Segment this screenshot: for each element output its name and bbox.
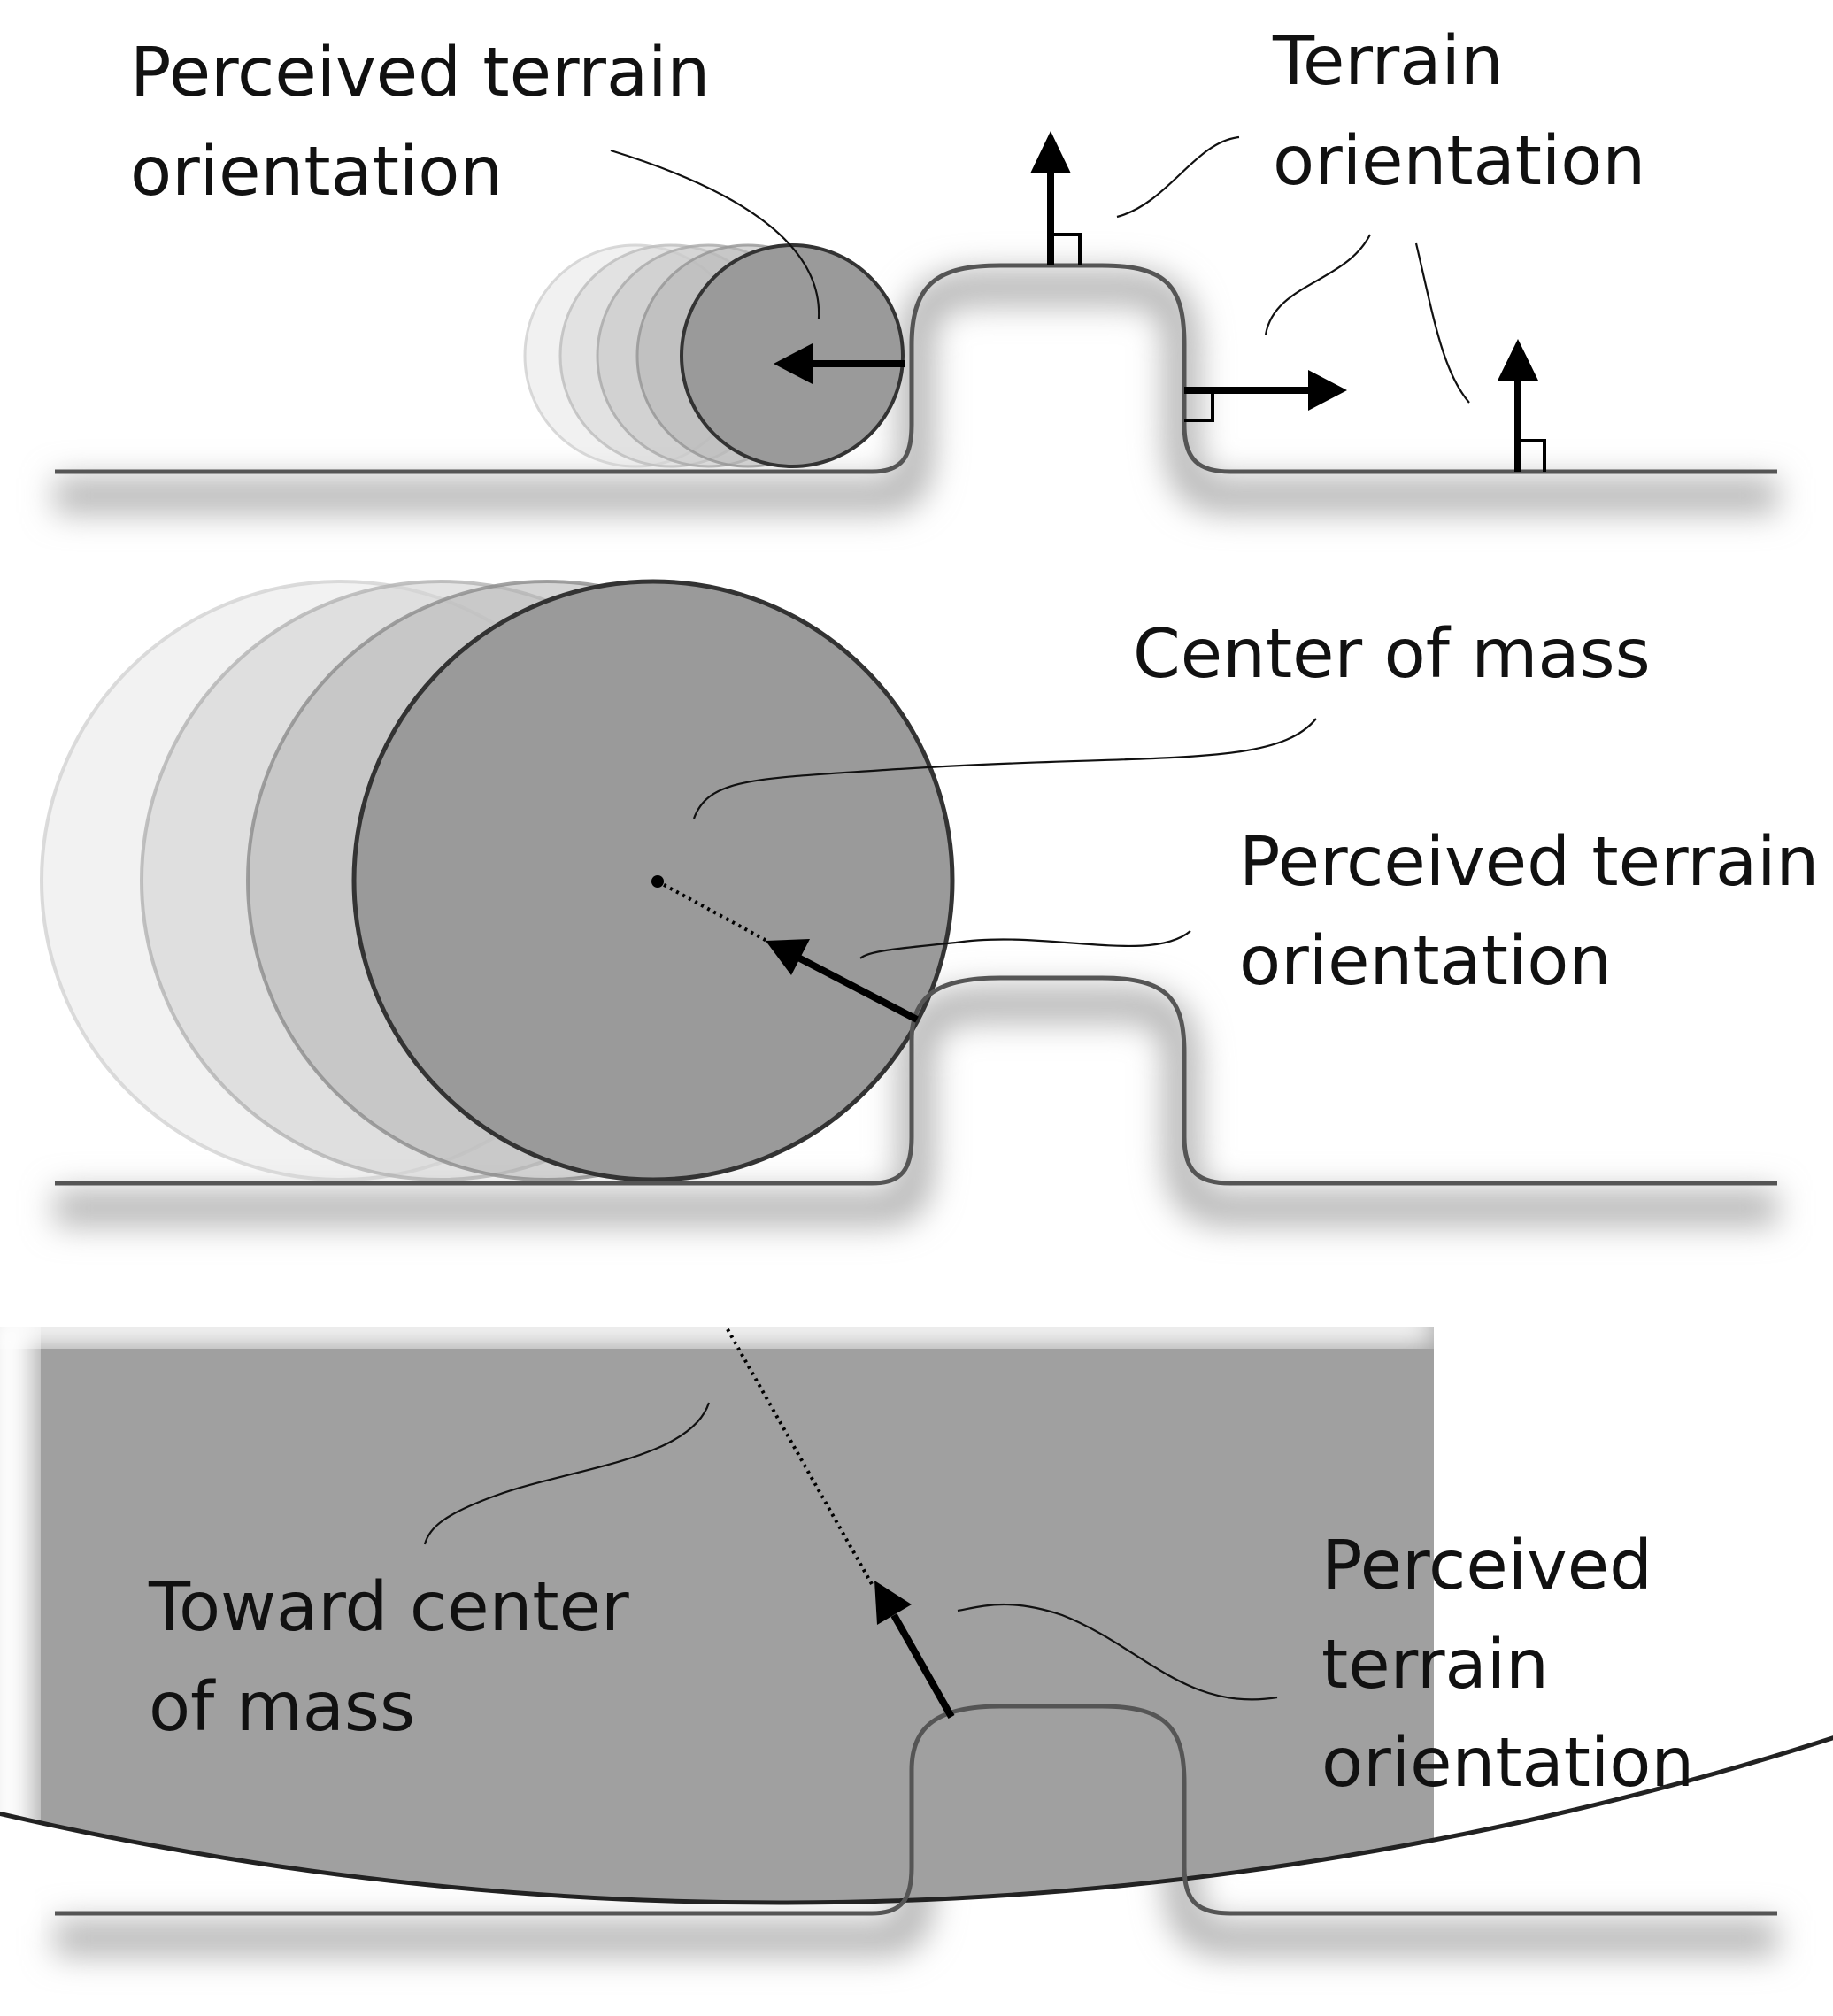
center-direction-dotted-line	[657, 880, 771, 944]
leader-line	[1264, 234, 1371, 335]
terrain-orientation-label: Terrain orientation	[1272, 22, 1645, 201]
panel-top: Perceived terrain orientation Terrain or…	[55, 22, 1777, 513]
right-angle-marker	[1184, 390, 1214, 422]
terrain-profile	[55, 975, 1777, 1186]
perceived-terrain-orientation-label: Perceived terrain orientation	[1321, 1527, 1694, 1803]
label-line: Perceived terrain	[1239, 823, 1819, 902]
ground-shadow	[55, 987, 1777, 1226]
label-line: of mass	[149, 1668, 415, 1747]
ground-shadow	[55, 270, 1777, 513]
label-line: orientation	[1321, 1724, 1694, 1803]
wheel-rim	[0, 1735, 1833, 1904]
wheel-fade-left	[0, 1310, 35, 1929]
wheel-fade-top	[0, 1310, 1434, 1345]
leader-line	[859, 930, 1191, 959]
arrow-head	[1498, 339, 1538, 381]
large-wheel	[0, 1310, 1833, 1929]
right-angle-marker	[1051, 233, 1082, 265]
label-line: Perceived	[1321, 1527, 1652, 1605]
leader-line	[423, 1402, 711, 1545]
panel-middle: Center of mass Perceived terrain orienta…	[40, 579, 1833, 1226]
perceived-terrain-orientation-label: Perceived terrain orientation	[130, 34, 732, 212]
wheel-body	[0, 1327, 1434, 1903]
label-line: Center of mass	[1133, 615, 1651, 694]
leader-line	[1116, 135, 1240, 219]
toward-center-of-mass-label: Toward center of mass	[148, 1568, 651, 1747]
arrow-head	[766, 939, 810, 975]
panel-bottom: Toward center of mass Perceived terrain …	[0, 1310, 1833, 1956]
leader-line	[692, 718, 1317, 819]
perceived-normal-arrow	[795, 953, 919, 1023]
leader-line	[610, 149, 820, 319]
label-line: orientation	[130, 133, 503, 212]
label-line: orientation	[1273, 122, 1645, 201]
label-line: Toward center	[148, 1568, 629, 1647]
terrain-profile	[55, 1704, 1777, 1916]
arrow-head	[1308, 370, 1347, 411]
arrow-head	[874, 1581, 912, 1625]
label-line: terrain	[1321, 1626, 1549, 1704]
right-angle-marker	[1518, 439, 1546, 472]
perceived-terrain-orientation-label: Perceived terrain orientation	[1239, 823, 1833, 1001]
label-line: Terrain	[1272, 22, 1504, 101]
arrow-head	[1030, 131, 1071, 173]
center-of-mass-label: Center of mass	[1133, 615, 1651, 694]
arrow-head	[774, 343, 813, 384]
label-line: orientation	[1239, 922, 1612, 1001]
leader-line	[1414, 242, 1470, 404]
perceived-normal-arrow	[890, 1613, 955, 1719]
label-line: Perceived terrain	[130, 34, 710, 112]
leader-line	[957, 1603, 1278, 1701]
